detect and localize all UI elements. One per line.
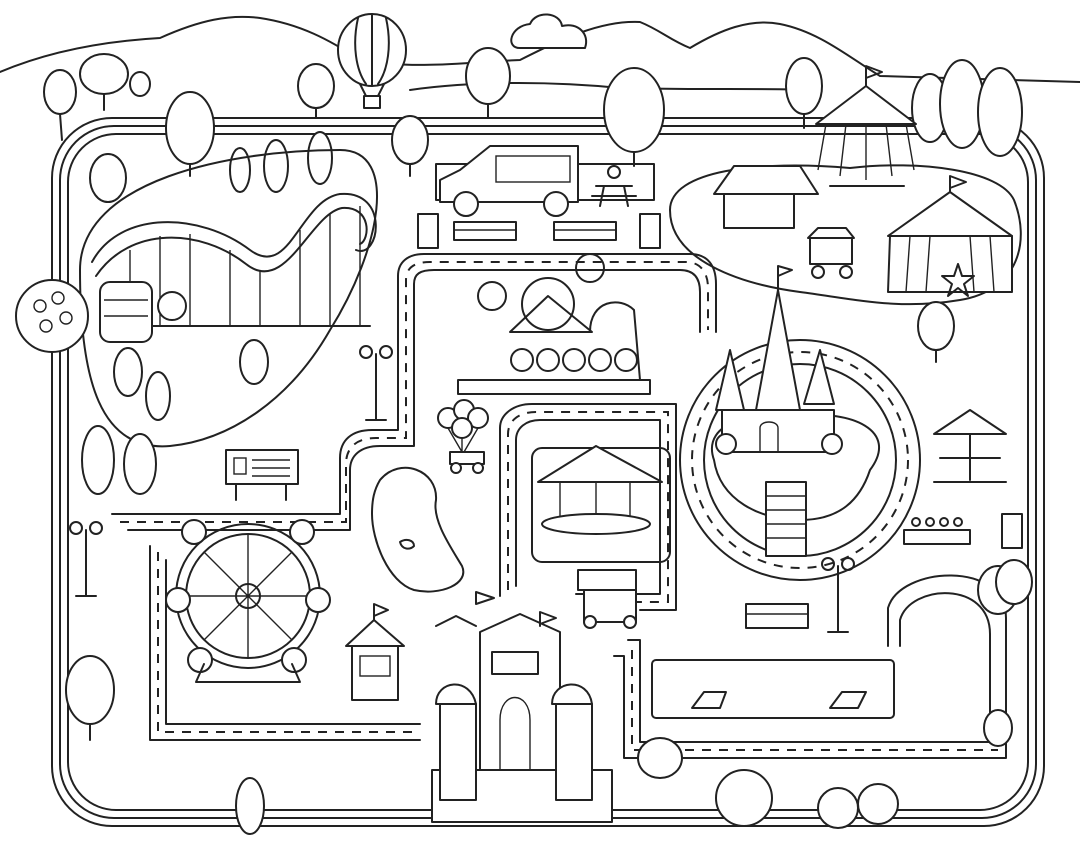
wave-swinger-ride — [815, 65, 917, 187]
ferris-wheel — [165, 519, 331, 683]
trash-bins — [417, 213, 1023, 549]
fairytale-castle — [710, 265, 880, 557]
trees-top — [43, 47, 1023, 203]
carousel — [531, 445, 671, 563]
balloon-cart — [437, 399, 489, 474]
popcorn-cart — [807, 227, 855, 279]
cloud — [510, 13, 588, 49]
information-board — [225, 449, 299, 501]
street-lamp — [821, 557, 855, 633]
duck-pond — [371, 466, 465, 593]
bumper-cars — [613, 574, 1007, 759]
street-lamp — [69, 521, 103, 597]
hot-air-balloon — [337, 13, 407, 109]
roller-coaster-area — [79, 149, 378, 448]
ticket-booth — [345, 603, 405, 701]
inner-road — [499, 403, 677, 611]
street-lamp — [359, 345, 393, 421]
flower-planter — [903, 517, 971, 545]
market-stall — [713, 165, 819, 229]
main-road — [111, 253, 717, 741]
food-truck — [435, 145, 655, 217]
park-benches — [453, 221, 809, 629]
roller-coaster — [91, 192, 377, 343]
trees-bottom — [65, 559, 1033, 835]
cafe-table-umbrella — [933, 409, 1007, 483]
ticket-cart — [577, 569, 637, 629]
trees-coaster — [15, 279, 269, 495]
tree — [917, 301, 955, 363]
circus-tent — [887, 175, 1013, 297]
park-entrance-gate — [431, 591, 613, 823]
wave-ride-block — [457, 253, 651, 395]
picnic-table — [591, 165, 637, 207]
